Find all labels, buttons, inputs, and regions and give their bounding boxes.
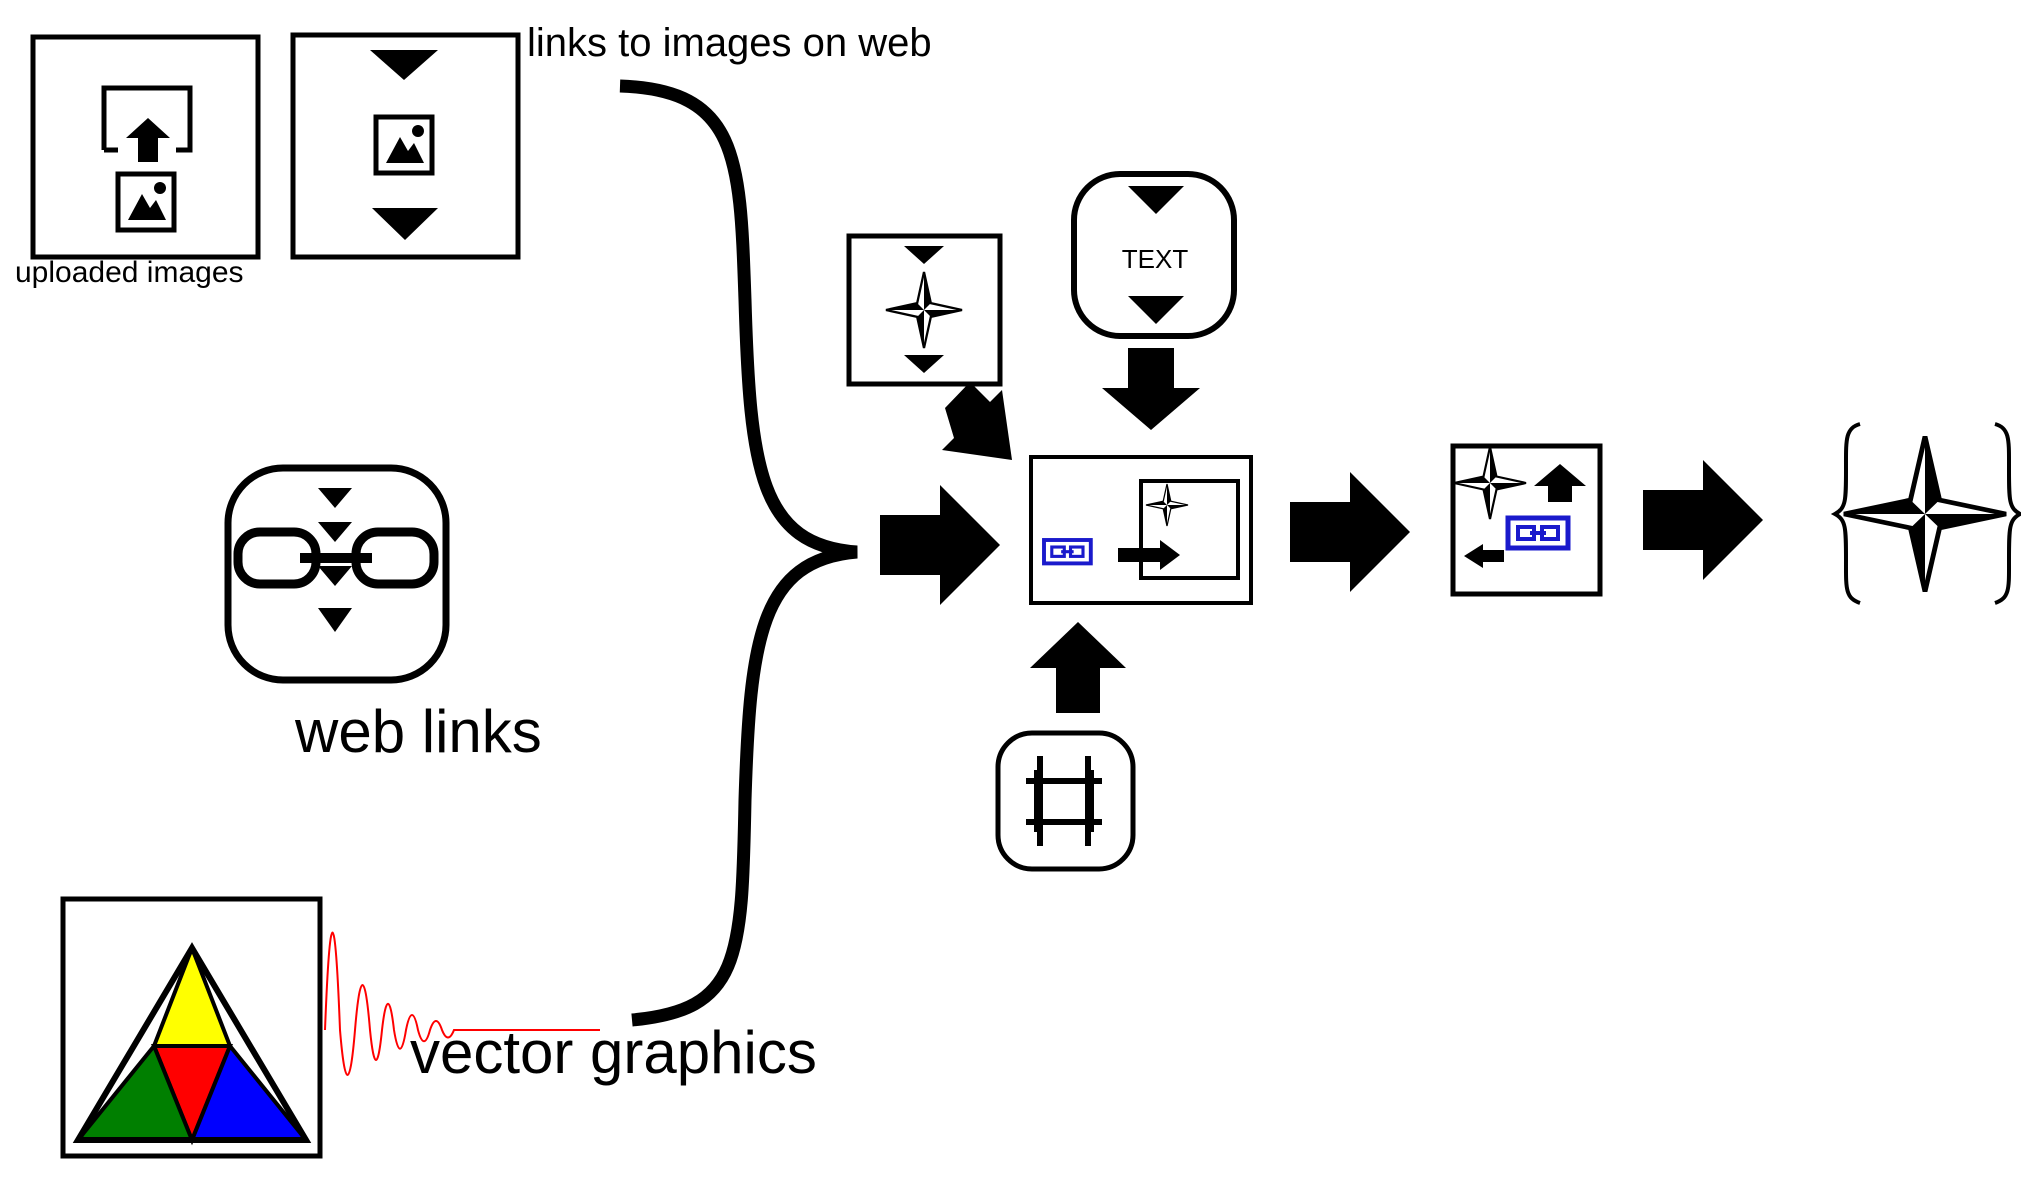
links-to-images-label: links to images on web bbox=[527, 21, 932, 65]
linked-star-icon bbox=[1450, 443, 1603, 597]
upload-box-icon bbox=[30, 34, 261, 260]
composition-box-icon bbox=[1029, 455, 1253, 605]
arrow-text-to-compose bbox=[1102, 348, 1200, 430]
arrow-to-result bbox=[1290, 472, 1410, 592]
vector-graphics-label: vector graphics bbox=[410, 1019, 817, 1086]
web-link-icon bbox=[224, 464, 450, 684]
grouping-brace bbox=[619, 79, 858, 1027]
braced-star-icon bbox=[1830, 422, 2021, 605]
star-download-icon bbox=[846, 233, 1003, 387]
damped-wave bbox=[324, 931, 600, 1076]
arrow-crop-to-compose bbox=[1030, 622, 1126, 713]
uploaded-images-label: uploaded images bbox=[15, 256, 244, 289]
download-image-icon bbox=[290, 32, 521, 260]
vector-triangle-icon bbox=[60, 896, 323, 1159]
arrow-to-output bbox=[1643, 460, 1763, 580]
web-links-label: web links bbox=[294, 698, 542, 765]
text-box-label: TEXT bbox=[1122, 244, 1189, 274]
arrow-to-compose bbox=[880, 485, 1000, 605]
text-download-icon: TEXT bbox=[1071, 171, 1237, 339]
arrow-star-to-compose bbox=[942, 382, 1012, 460]
crop-tool-icon bbox=[995, 730, 1136, 872]
